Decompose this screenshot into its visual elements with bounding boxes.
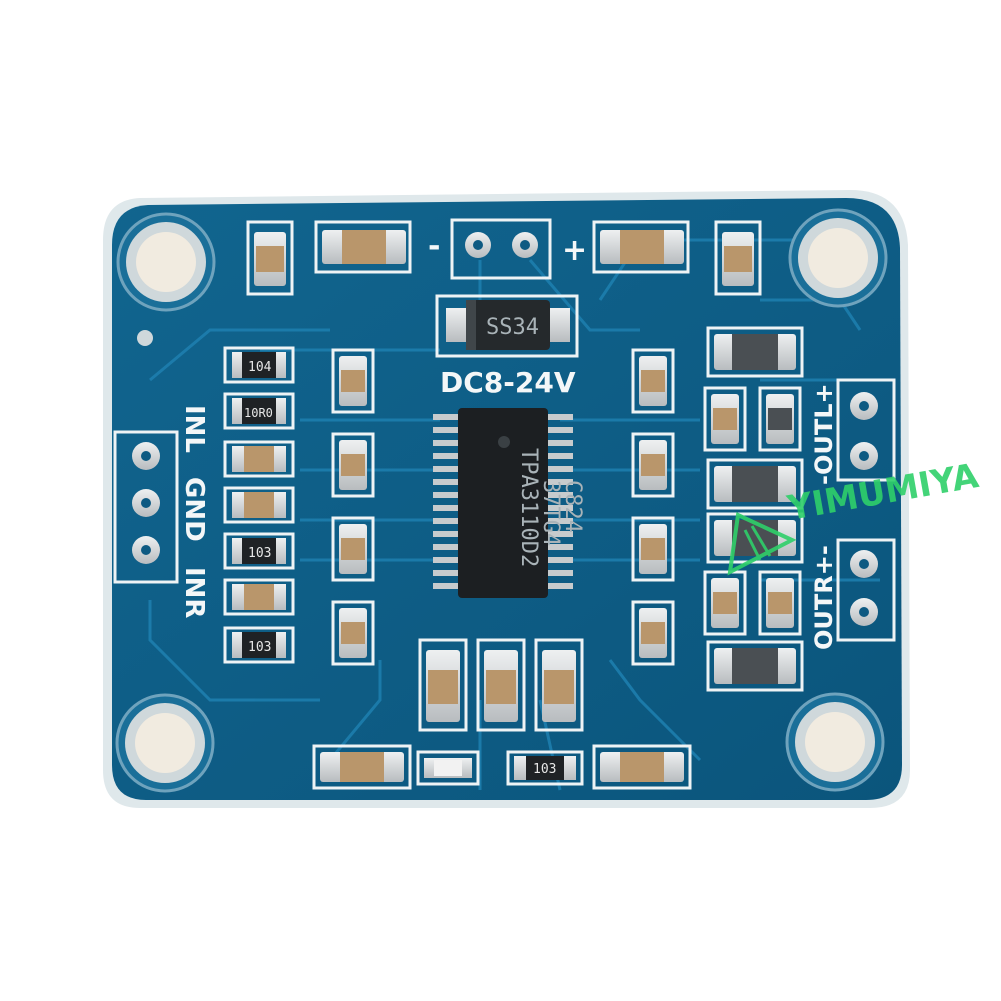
label-outr: OUTR+- <box>810 545 838 650</box>
ic-pin <box>433 583 461 589</box>
ic-pin <box>433 544 461 550</box>
power-input-header: - + <box>428 218 587 280</box>
ic-line-3: C824 <box>560 480 585 533</box>
watermark-logo-icon <box>727 512 797 576</box>
ic-pin <box>545 570 573 576</box>
fiducial-dot <box>137 330 153 346</box>
ic-pin <box>433 570 461 576</box>
ic-line-2: 37TG4 <box>538 480 563 546</box>
output-filter-components <box>703 326 804 692</box>
label-outl: -OUTL+ <box>810 383 838 485</box>
ic-pin <box>545 583 573 589</box>
pcb-traces <box>148 238 880 791</box>
top-capacitors <box>246 220 762 296</box>
mounting-hole-bottom-right <box>785 692 885 792</box>
ic-pin <box>545 531 573 537</box>
output-header-right: OUTR+- <box>810 538 896 650</box>
ic-pin <box>433 427 461 433</box>
ic-pin <box>433 414 461 420</box>
label-inr: INR <box>179 567 209 618</box>
ic-pin <box>545 440 573 446</box>
ic-pin <box>545 414 573 420</box>
status-led <box>416 750 480 786</box>
ic-left-caps <box>331 348 375 666</box>
left-resistor-column: 104 10R0 103 103 <box>223 346 295 664</box>
ic-pin <box>433 479 461 485</box>
bottom-caps-row <box>418 638 584 732</box>
resistor-code-2: 10R0 <box>244 406 273 420</box>
output-header-left: -OUTL+ <box>810 378 896 485</box>
label-gnd: GND <box>179 477 209 542</box>
diode-ss34: SS34 <box>435 294 579 358</box>
ic-pin <box>545 544 573 550</box>
ic-pin <box>545 466 573 472</box>
mounting-hole-bottom-left <box>115 693 215 793</box>
ic-pin <box>433 531 461 537</box>
cap-top-2 <box>314 220 412 274</box>
resistor-code-1: 104 <box>248 360 272 375</box>
ic-pin <box>433 492 461 498</box>
input-header: INL GND INR <box>113 405 209 618</box>
cap-top-4 <box>714 220 762 296</box>
ic-pin <box>545 492 573 498</box>
ic-pin <box>433 518 461 524</box>
ic-line-1: TPA3110D2 <box>516 448 541 567</box>
resistor-code-4: 103 <box>248 640 271 655</box>
cap-top-1 <box>246 220 294 296</box>
power-minus-label: - <box>428 229 440 264</box>
ic-pin <box>433 557 461 563</box>
amplifier-ic: TPA3110D2 37TG4 C824 <box>433 408 585 598</box>
ic-pin <box>545 518 573 524</box>
ic-pin <box>433 453 461 459</box>
voltage-label: DC8-24V <box>440 366 576 399</box>
ic-pin <box>433 440 461 446</box>
diode-label: SS34 <box>486 315 539 340</box>
resistor-code-3: 103 <box>248 546 271 561</box>
ic-pin <box>545 453 573 459</box>
mounting-hole-top-right <box>788 208 888 308</box>
power-plus-label: + <box>562 233 587 268</box>
resistor-code-5: 103 <box>533 762 556 777</box>
mounting-hole-top-left <box>116 212 216 312</box>
ic-pin <box>545 557 573 563</box>
ic-right-caps <box>631 348 675 666</box>
ic-pin <box>545 505 573 511</box>
ic-pin <box>545 479 573 485</box>
label-inl: INL <box>179 405 209 453</box>
bottom-edge-components: 103 <box>312 744 692 790</box>
ic-pin <box>545 427 573 433</box>
cap-top-3 <box>592 220 690 274</box>
ic-pin <box>433 505 461 511</box>
ic-pin <box>433 466 461 472</box>
